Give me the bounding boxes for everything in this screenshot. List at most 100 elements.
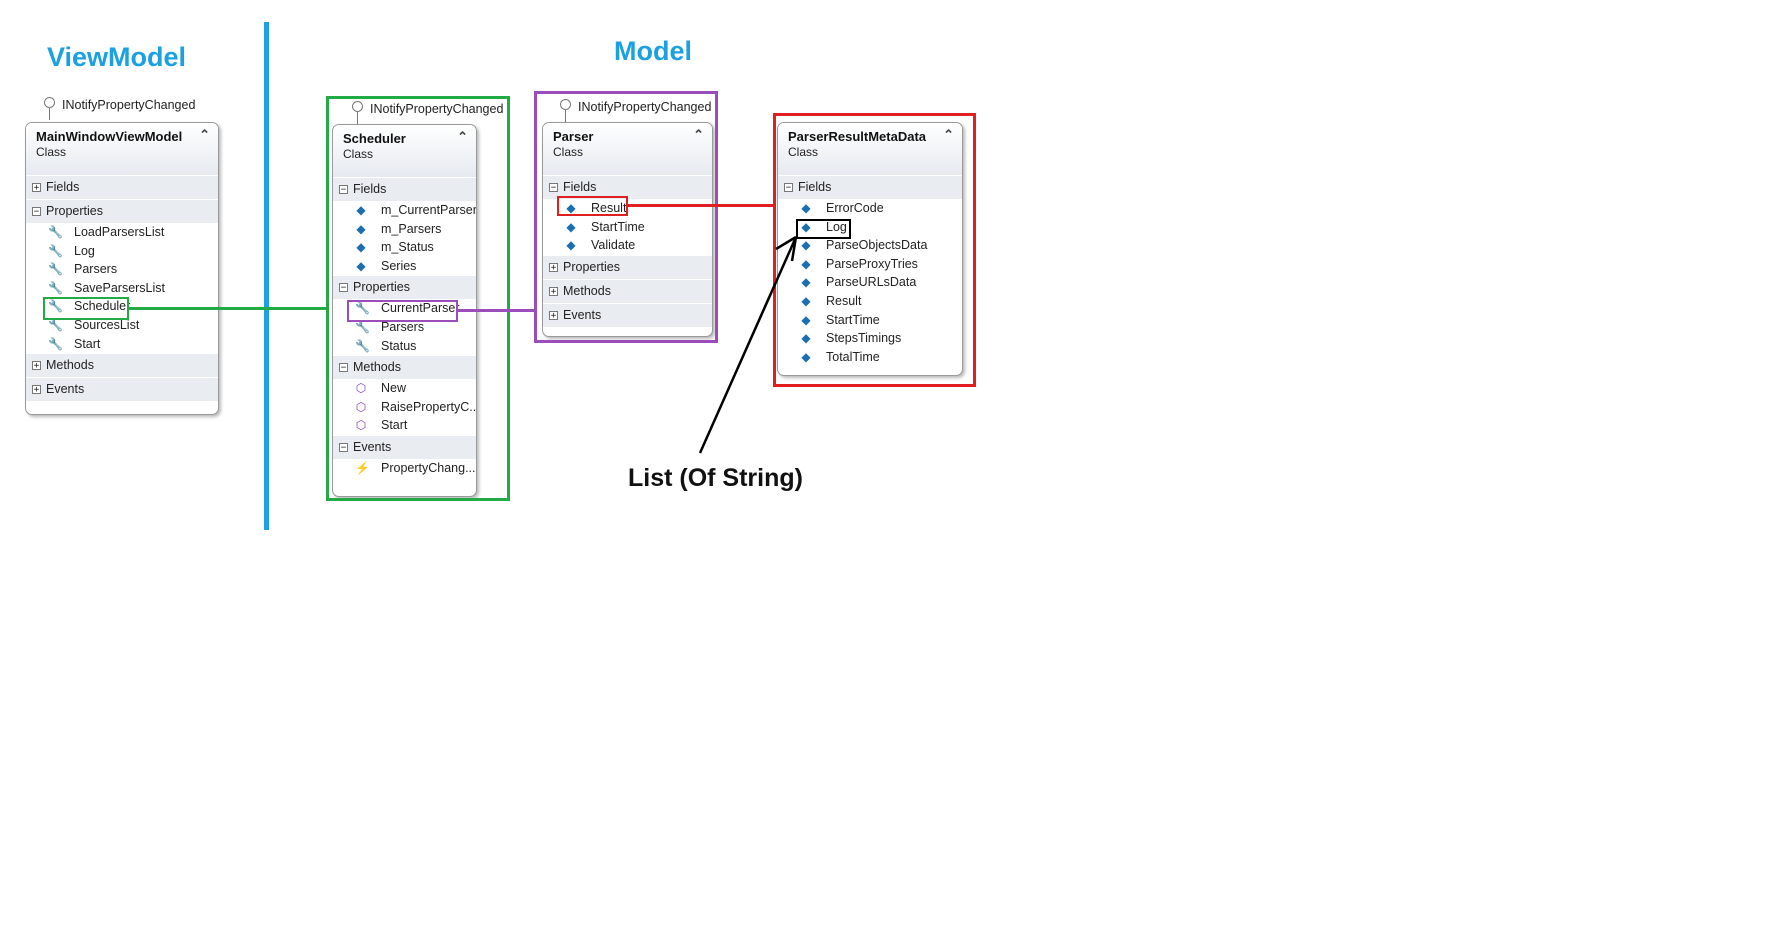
- class-header[interactable]: Scheduler Class ⌃: [333, 125, 476, 177]
- collapse-icon[interactable]: ⌃: [943, 127, 954, 142]
- member-field[interactable]: ◆ParseObjectsData: [778, 236, 962, 255]
- section-properties[interactable]: −Properties: [333, 275, 476, 300]
- field-icon: ◆: [566, 219, 576, 234]
- wrench-icon: 🔧: [48, 336, 63, 351]
- expand-icon[interactable]: +: [549, 286, 558, 297]
- member-property[interactable]: 🔧Log: [26, 242, 218, 261]
- collapse-section-icon[interactable]: −: [32, 207, 41, 217]
- field-icon: ◆: [356, 240, 366, 255]
- field-icon: ◆: [801, 238, 811, 253]
- collapse-icon[interactable]: ⌃: [693, 127, 704, 142]
- member-event[interactable]: ⚡PropertyChang...: [333, 459, 476, 478]
- member-field[interactable]: ◆Series: [333, 257, 476, 276]
- member-property[interactable]: 🔧Parsers: [333, 318, 476, 337]
- field-icon: ◆: [801, 201, 811, 215]
- member-property[interactable]: 🔧LoadParsersList: [26, 223, 218, 242]
- member-field[interactable]: ◆ErrorCode: [778, 199, 962, 218]
- collapse-icon[interactable]: ⌃: [199, 127, 210, 142]
- collapse-icon[interactable]: ⌃: [457, 129, 468, 144]
- class-header[interactable]: MainWindowViewModel Class ⌃: [26, 123, 218, 175]
- expand-icon[interactable]: +: [549, 262, 558, 273]
- section-events[interactable]: −Events: [333, 434, 476, 459]
- section-events[interactable]: +Events: [543, 302, 712, 327]
- class-mainwindowviewmodel[interactable]: MainWindowViewModel Class ⌃ +Fields −Pro…: [25, 122, 219, 415]
- connector-result: [628, 204, 773, 207]
- member-field[interactable]: ◆StartTime: [543, 218, 712, 237]
- field-icon: ◆: [356, 258, 366, 273]
- member-property[interactable]: 🔧SourcesList: [26, 316, 218, 335]
- section-methods[interactable]: −Methods: [333, 355, 476, 380]
- section-fields[interactable]: −Fields: [778, 175, 962, 199]
- section-fields[interactable]: −Fields: [543, 175, 712, 199]
- class-parser[interactable]: Parser Class ⌃ −Fields ◆Result ◆StartTim…: [542, 122, 713, 337]
- class-scheduler[interactable]: Scheduler Class ⌃ −Fields ◆m_CurrentPars…: [332, 124, 477, 497]
- collapse-section-icon[interactable]: −: [339, 185, 348, 195]
- wrench-icon: 🔧: [48, 262, 63, 277]
- member-field[interactable]: ◆Result: [778, 292, 962, 311]
- member-method[interactable]: ⬡RaisePropertyC...: [333, 398, 476, 417]
- collapse-section-icon[interactable]: −: [549, 183, 558, 193]
- expand-icon[interactable]: +: [32, 385, 41, 396]
- section-fields[interactable]: −Fields: [333, 177, 476, 201]
- member-field[interactable]: ◆Validate: [543, 236, 712, 255]
- member-method[interactable]: ⬡New: [333, 379, 476, 398]
- section-properties[interactable]: −Properties: [26, 199, 218, 223]
- collapse-section-icon[interactable]: −: [339, 442, 348, 453]
- member-property[interactable]: 🔧Status: [333, 337, 476, 356]
- member-field-result[interactable]: ◆Result: [543, 199, 712, 218]
- member-property-currentparser[interactable]: 🔧CurrentParser: [333, 299, 476, 318]
- member-field-log[interactable]: ◆Log: [778, 218, 962, 237]
- highlight-scheduler-class: [326, 96, 510, 501]
- member-field[interactable]: ◆ParseURLsData: [778, 273, 962, 292]
- collapse-section-icon[interactable]: −: [784, 183, 793, 193]
- wrench-icon: 🔧: [355, 319, 370, 334]
- collapse-section-icon[interactable]: −: [339, 363, 348, 374]
- member-method[interactable]: ⬡Start: [333, 416, 476, 435]
- expand-icon[interactable]: +: [32, 361, 41, 372]
- method-icon: ⬡: [355, 418, 367, 433]
- model-title: Model: [614, 36, 692, 66]
- member-field[interactable]: ◆m_Parsers: [333, 220, 476, 239]
- class-parserresultmetadata[interactable]: ParserResultMetaData Class ⌃ −Fields ◆Er…: [777, 122, 963, 376]
- class-header[interactable]: ParserResultMetaData Class ⌃: [778, 123, 962, 175]
- annotation-label: List (Of String): [628, 464, 803, 492]
- wrench-icon: 🔧: [48, 243, 63, 258]
- wrench-icon: 🔧: [355, 301, 370, 316]
- member-property-scheduler[interactable]: 🔧Scheduler: [26, 297, 218, 316]
- collapse-section-icon[interactable]: −: [339, 283, 348, 294]
- member-field[interactable]: ◆TotalTime: [778, 348, 962, 367]
- connector-scheduler: [129, 307, 326, 310]
- class-header[interactable]: Parser Class ⌃: [543, 123, 712, 175]
- highlight-log-field: [796, 219, 851, 239]
- wrench-icon: 🔧: [48, 317, 63, 332]
- member-field[interactable]: ◆StartTime: [778, 311, 962, 330]
- field-icon: ◆: [356, 221, 366, 236]
- expand-icon[interactable]: +: [32, 183, 41, 193]
- member-property[interactable]: 🔧Parsers: [26, 260, 218, 279]
- section-properties[interactable]: +Properties: [543, 254, 712, 279]
- member-field[interactable]: ◆StepsTimings: [778, 329, 962, 348]
- section-events[interactable]: +Events: [26, 377, 218, 402]
- member-field[interactable]: ◆m_Status: [333, 238, 476, 257]
- section-fields[interactable]: +Fields: [26, 175, 218, 199]
- section-methods[interactable]: +Methods: [26, 353, 218, 378]
- lollipop-icon: [352, 101, 363, 112]
- layer-divider: [264, 22, 269, 530]
- member-field[interactable]: ◆ParseProxyTries: [778, 255, 962, 274]
- highlight-metadata-class: [773, 113, 976, 387]
- member-field[interactable]: ◆m_CurrentParser: [333, 201, 476, 220]
- field-icon: ◆: [801, 349, 811, 364]
- field-icon: ◆: [566, 201, 576, 215]
- field-icon: ◆: [356, 203, 366, 217]
- wrench-icon: 🔧: [48, 299, 63, 314]
- expand-icon[interactable]: +: [549, 310, 558, 321]
- method-icon: ⬡: [355, 381, 367, 396]
- viewmodel-title: ViewModel: [47, 42, 187, 72]
- field-icon: ◆: [801, 312, 811, 327]
- field-icon: ◆: [801, 293, 811, 308]
- member-property[interactable]: 🔧SaveParsersList: [26, 279, 218, 298]
- highlight-parser-class: [534, 91, 718, 343]
- member-property[interactable]: 🔧Start: [26, 335, 218, 354]
- section-methods[interactable]: +Methods: [543, 278, 712, 303]
- field-icon: ◆: [801, 219, 811, 234]
